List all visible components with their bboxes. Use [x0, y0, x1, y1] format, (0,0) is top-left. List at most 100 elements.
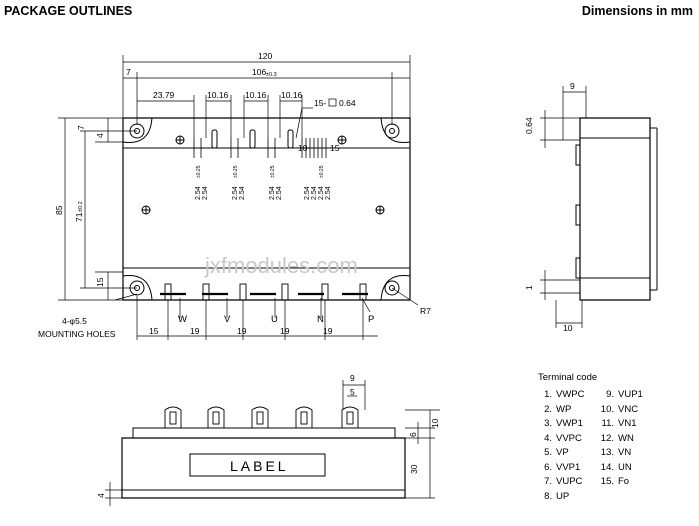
- dim-pitch-254: 2.54: [325, 186, 332, 200]
- terminal-code-item: 9. VUP1: [600, 388, 680, 402]
- dim-signal-pins: 15-: [314, 98, 326, 108]
- terminal-code-number: 3.: [544, 418, 552, 429]
- dim-pitch-254: 2.54: [195, 186, 202, 200]
- front-view: [105, 380, 440, 506]
- side-dim-9: 9: [570, 81, 575, 91]
- terminal-code-number: 8.: [544, 490, 552, 502]
- terminal-code-name: VUP1: [618, 389, 643, 400]
- mounting-hole-tr: [384, 123, 400, 139]
- dim-pitch-tol: ±0.25: [319, 165, 325, 178]
- terminal-code-number: 12.: [600, 432, 614, 444]
- terminal-code-item: 6. VVP1: [538, 461, 600, 475]
- terminal-code-item: 3.VWP1: [538, 417, 600, 431]
- front-dim-10: 10: [430, 418, 440, 428]
- terminal-code-name: UP: [556, 490, 570, 502]
- terminal-v-label: V: [224, 314, 231, 325]
- dim-inner-width: 106: [252, 67, 266, 77]
- front-dim-30: 30: [409, 464, 419, 474]
- dim-pitch-254: 2.54: [239, 186, 246, 200]
- terminal-code-item: 2. WP: [538, 403, 600, 417]
- pin-15-label: 15: [330, 143, 340, 153]
- terminal-code-item: 15. Fo: [600, 475, 680, 489]
- side-dim-1: 1: [524, 285, 534, 290]
- front-dim-4: 4: [96, 493, 106, 498]
- terminal-code-number: 4.: [544, 432, 552, 444]
- terminal-code-number: 7.: [544, 476, 552, 487]
- dim-pitch-254: 2.54: [318, 186, 325, 200]
- dim-pitch-3: 10.16: [281, 90, 303, 100]
- dim-left-offset: 7: [126, 67, 131, 77]
- terminal-code-number: 9.: [606, 389, 614, 400]
- terminal-code-number: 15.: [600, 476, 614, 487]
- terminal-code-name: Fo: [618, 476, 630, 487]
- terminal-code-name: VVPC: [556, 432, 582, 444]
- dim-bottom-15: 15: [149, 326, 159, 336]
- side-dim-10: 10: [563, 323, 573, 333]
- dim-pitch-tol: ±0.25: [270, 165, 276, 178]
- terminal-code-number: 2.: [544, 403, 552, 415]
- dim-pitch-254: 2.54: [276, 186, 283, 200]
- pin-10-label: 10: [298, 143, 308, 153]
- terminal-code-name: VWPC: [556, 389, 585, 400]
- screw-icon: [175, 135, 185, 145]
- terminal-p-label: P: [368, 314, 374, 325]
- front-dim-5: 5: [350, 387, 355, 397]
- mounting-holes-spec: 4-φ5.5: [62, 316, 87, 326]
- terminal-code-number: 10.: [600, 403, 614, 415]
- screw-icon: [337, 135, 347, 145]
- dim-pitch-2: 10.16: [245, 90, 267, 100]
- dim-hole-offset-bottom: 15: [95, 277, 105, 287]
- terminal-code-name: WP: [556, 403, 572, 415]
- front-dim-6: 6: [408, 432, 418, 437]
- dim-pitch-tol: ±0.25: [233, 165, 239, 178]
- terminal-code-name: VP: [556, 447, 569, 458]
- terminal-w-label: W: [178, 314, 187, 325]
- terminal-code-number: 14.: [600, 461, 614, 473]
- terminal-u-label: U: [271, 314, 278, 325]
- dim-bottom-19a: 19: [190, 326, 200, 336]
- terminal-code-item: 13.VN: [600, 446, 680, 460]
- dim-bottom-19b: 19: [237, 326, 247, 336]
- terminal-code-item: 5. VP: [538, 446, 600, 460]
- dim-hole-offset-top-inner: 4: [95, 133, 105, 138]
- front-dim-9: 9: [350, 373, 355, 383]
- terminal-code-item: 1.VWPC: [538, 388, 600, 402]
- terminal-code-item: 8. UP: [538, 490, 600, 504]
- side-dim-064: 0.64: [524, 117, 534, 134]
- terminal-code-name: VNC: [618, 403, 639, 415]
- terminal-code-number: 11.: [601, 418, 614, 429]
- page-title: PACKAGE OUTLINES: [4, 4, 133, 18]
- terminal-code-number: 6.: [544, 461, 552, 473]
- dim-inner-height-tol: ±0.2: [78, 201, 84, 212]
- dim-pitch-1: 10.16: [207, 90, 229, 100]
- terminal-code-name: VN1: [618, 418, 637, 429]
- dim-pitch-254: 2.54: [304, 186, 311, 200]
- terminal-code-name: VUPC: [556, 476, 583, 487]
- terminal-code-item: [600, 490, 680, 504]
- terminal-code-name: VVP1: [556, 461, 581, 473]
- dim-inner-height: 71: [74, 212, 84, 222]
- dim-pitch-254: 2.54: [311, 186, 318, 200]
- mounting-holes-label: MOUNTING HOLES: [38, 329, 116, 339]
- dim-overall-width: 120: [258, 51, 272, 61]
- dim-signal-pin-square: 0.64: [339, 98, 356, 108]
- dim-pitch-254: 2.54: [232, 186, 239, 200]
- units-note: Dimensions in mm: [581, 4, 693, 18]
- terminal-code-name: WN: [618, 432, 634, 444]
- terminal-code-name: UN: [618, 461, 632, 473]
- dim-bottom-19d: 19: [323, 326, 333, 336]
- terminal-code-title: Terminal code: [538, 372, 598, 383]
- terminal-code-item: 14. UN: [600, 461, 680, 475]
- dim-first-terminal: 23.79: [153, 90, 175, 100]
- terminal-code-number: 13.: [600, 447, 614, 458]
- terminal-n-label: N: [317, 314, 324, 325]
- mounting-hole-br: [384, 280, 400, 296]
- side-view: [540, 86, 658, 328]
- terminal-code-item: 7. VUPC: [538, 475, 600, 489]
- terminal-code-item: 4. VVPC: [538, 432, 600, 446]
- screw-icon: [141, 205, 151, 215]
- terminal-code-number: 5.: [544, 447, 552, 458]
- screw-icon: [375, 205, 385, 215]
